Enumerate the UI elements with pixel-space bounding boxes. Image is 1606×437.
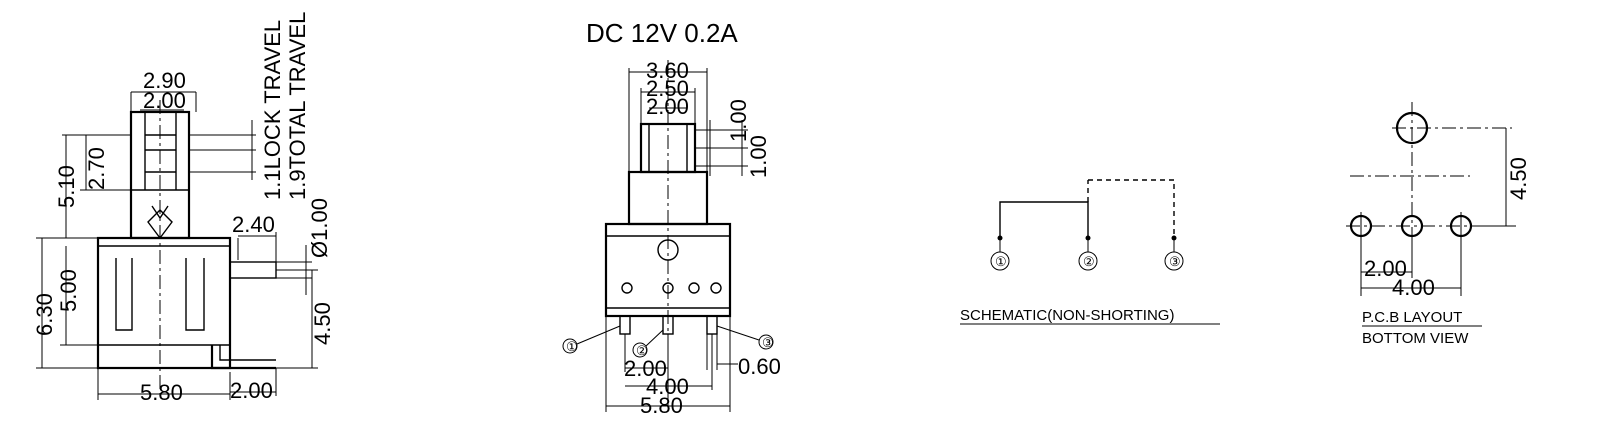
dim-front-2-50: 2.50	[646, 76, 689, 101]
side-foot	[210, 345, 276, 370]
side-view: 2.90 2.00 5.10 2.70 1.1LOCK TRAVEL 1.9TO…	[32, 12, 335, 405]
schematic-pin-1: ①	[995, 254, 1007, 269]
dim-front-pitch-2-00: 2.00	[624, 356, 667, 381]
pcb-layout: 4.50 2.00 4.00 P.C.B LAYOUT BOTTOM VIEW	[1346, 102, 1531, 347]
dim-front-1-00-a: 1.00	[726, 99, 751, 142]
front-pin-3	[706, 315, 718, 335]
front-view: DC 12V 0.2A ① ② ③	[562, 18, 781, 418]
label-lock-travel: 1.1LOCK TRAVEL	[260, 20, 285, 200]
pcb-hole-2	[1400, 214, 1424, 238]
pcb-hole-top	[1395, 111, 1429, 145]
dim-pcb-4-00: 4.00	[1392, 275, 1435, 300]
dim-side-5-00: 5.00	[56, 269, 81, 312]
dim-front-5-80: 5.80	[640, 393, 683, 418]
schematic-pin-3: ③	[1169, 254, 1181, 269]
dim-side-2-40: 2.40	[232, 212, 275, 237]
pcb-caption-2: BOTTOM VIEW	[1362, 330, 1469, 347]
schematic-dashed-path	[1088, 179, 1175, 236]
dim-side-5-80: 5.80	[140, 380, 183, 405]
dim-side-pin-dia: Ø1.00	[307, 198, 332, 258]
dim-side-6-30: 6.30	[32, 293, 57, 336]
pcb-caption-1: P.C.B LAYOUT	[1362, 309, 1462, 326]
dim-front-3-60: 3.60	[646, 58, 689, 83]
dim-side-2-90: 2.90	[143, 68, 186, 93]
dim-front-1-00-b: 1.00	[746, 135, 771, 178]
side-pin	[229, 261, 277, 279]
front-pin-label-2: ②	[636, 343, 648, 358]
dim-front-2-00: 2.00	[646, 94, 689, 119]
dim-side-2-70: 2.70	[84, 147, 109, 190]
schematic-caption: SCHEMATIC(NON-SHORTING)	[960, 307, 1174, 324]
label-total-travel: 1.9TOTAL TRAVEL	[285, 12, 310, 200]
schematic-solid-path	[999, 201, 1089, 236]
front-pin-1	[619, 315, 631, 335]
dim-pcb-4-50: 4.50	[1506, 157, 1531, 200]
side-slot-right	[185, 258, 205, 331]
side-body	[96, 236, 232, 370]
schematic-pin-2: ②	[1083, 254, 1095, 269]
dim-front-0-60: 0.60	[738, 354, 781, 379]
front-pin-label-3: ③	[762, 335, 774, 350]
dim-side-foot-2-00: 2.00	[230, 378, 273, 403]
side-lock-cam	[147, 209, 173, 240]
front-pin-label-1: ①	[566, 339, 578, 354]
dim-front-pitch-4-00: 4.00	[646, 374, 689, 399]
dim-side-5-10: 5.10	[54, 165, 79, 208]
schematic: ① ② ③ SCHEMATIC(NON-SHORTING)	[960, 179, 1220, 325]
dim-side-2-00: 2.00	[143, 88, 186, 113]
rating-label: DC 12V 0.2A	[586, 18, 738, 48]
side-slot-left	[115, 258, 133, 331]
dim-pcb-2-00: 2.00	[1364, 256, 1407, 281]
dim-side-4-50: 4.50	[310, 302, 335, 345]
